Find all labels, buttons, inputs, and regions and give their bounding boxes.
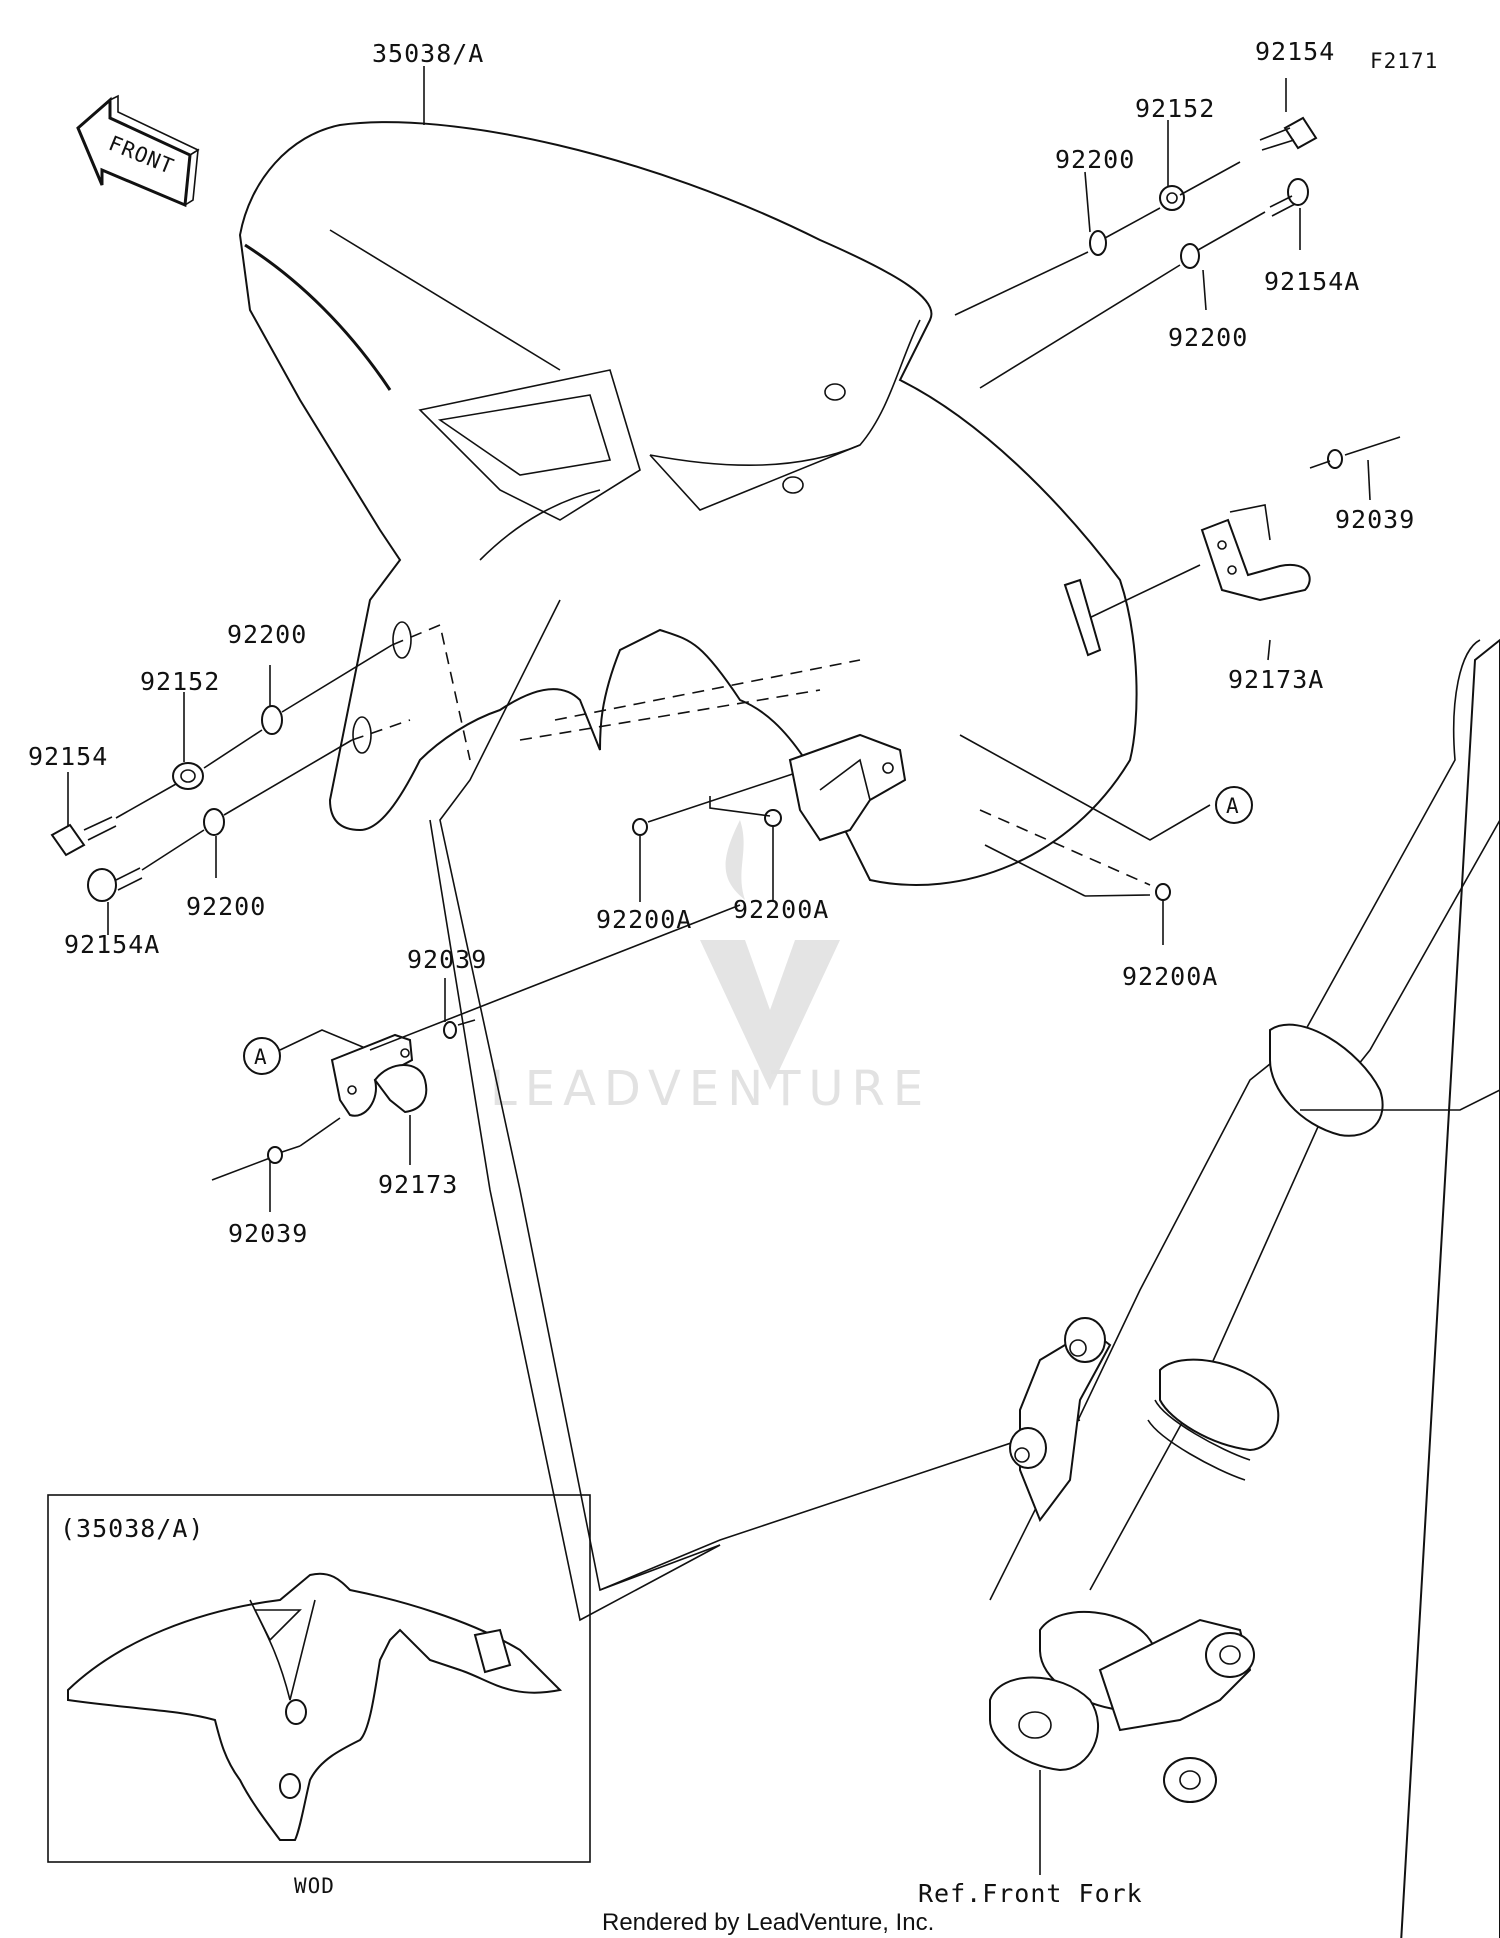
leader-collar-l	[203, 729, 263, 769]
svg-text:FRONT: FRONT	[105, 131, 177, 179]
bolt-92154a-left	[87, 867, 143, 902]
rivet-92039-left-upper	[443, 1019, 476, 1039]
leader-a-right	[959, 734, 1211, 841]
washer-92200-left-lower	[203, 808, 225, 836]
front-fender	[238, 121, 1138, 886]
dash-l2	[351, 719, 411, 741]
leader-washer-la	[223, 739, 353, 816]
leader-92200-r-low	[1202, 269, 1207, 311]
washer-92200a-3	[1155, 883, 1171, 901]
leader-92200a-3b	[984, 844, 1086, 897]
collar-92152-left	[172, 762, 204, 790]
label-92200-left-upper: 92200	[227, 620, 307, 649]
watermark-text: LEADVENTURE	[490, 1061, 931, 1117]
label-92039-right: 92039	[1335, 505, 1415, 534]
leader-92200a-2	[709, 796, 771, 817]
ref-a-circle-left	[243, 1037, 281, 1075]
label-92200a-1: 92200A	[596, 905, 692, 934]
leader-92200a-3	[1084, 894, 1151, 897]
washer-92200a-1	[632, 818, 648, 836]
leader-92039-r	[1367, 459, 1371, 501]
fender-rear-panel	[429, 599, 1081, 1622]
leader-washer-fender-r	[954, 251, 1089, 316]
leader-bolt-la	[141, 829, 205, 871]
label-92173a-right: 92173A	[1228, 665, 1324, 694]
clamp-92173-left	[330, 1033, 428, 1117]
label-92039-left-lower: 92039	[228, 1219, 308, 1248]
footer-credit: Rendered by LeadVenture, Inc.	[602, 1909, 934, 1936]
watermark-logo	[700, 820, 840, 1090]
leader-washer-l	[281, 644, 393, 713]
dash-fender-2	[554, 659, 861, 721]
leader-clamp-to-fender	[1084, 564, 1201, 621]
leader-bolt-ra-fender	[979, 264, 1181, 389]
leader-bolt-l	[115, 783, 177, 819]
fender-tab-right	[1063, 578, 1102, 657]
leader-rivet-l-lower	[299, 1117, 341, 1147]
inset-box	[47, 1494, 591, 1863]
label-92200a-2: 92200A	[733, 895, 829, 924]
fender-bracket	[788, 733, 907, 842]
dash-fender-3	[979, 809, 1151, 886]
washer-92200-left-upper	[261, 705, 283, 735]
label-92200-left-lower: 92200	[186, 892, 266, 921]
figure-code: F2171	[1370, 49, 1438, 73]
label-92154a-right: 92154A	[1264, 267, 1360, 296]
rivet-92039-left-lower	[211, 1145, 301, 1181]
leader-washer-r	[1104, 207, 1161, 239]
washer-92200-right-lower	[1180, 243, 1200, 269]
inset-fender	[67, 1572, 563, 1841]
label-92039-left-upper: 92039	[407, 945, 487, 974]
label-92152-left: 92152	[140, 667, 220, 696]
ref-a-label-right: A	[1226, 794, 1240, 818]
label-92154-right: 92154	[1255, 37, 1335, 66]
fork-ref-label: Ref.Front Fork	[918, 1879, 1143, 1908]
label-92200-right-upper: 92200	[1055, 145, 1135, 174]
front-arrow-icon: FRONT	[76, 94, 200, 208]
inset-caption: WOD	[294, 1874, 335, 1898]
ref-a-circle-right	[1215, 786, 1253, 824]
bolt-92154-right	[1259, 116, 1318, 151]
leader-bolt-ra	[1197, 211, 1266, 251]
collar-92152-right	[1159, 185, 1185, 211]
dash-l1	[391, 623, 471, 761]
label-92173-left: 92173	[378, 1170, 458, 1199]
leader-92200-r-up	[1084, 171, 1091, 233]
inset-title: (35038/A)	[60, 1514, 204, 1543]
leader-clamp-l-fender	[369, 904, 741, 1051]
leader-a-left	[279, 1029, 371, 1051]
label-92154a-left: 92154A	[64, 930, 160, 959]
bolt-92154-left	[50, 816, 117, 857]
washer-92200a-2	[764, 809, 782, 827]
clamp-92173a-right	[1200, 518, 1311, 602]
label-92200a-3: 92200A	[1122, 962, 1218, 991]
front-fork	[989, 638, 1500, 1938]
label-92200-right-lower: 92200	[1168, 323, 1248, 352]
leader-92173a	[1267, 639, 1271, 661]
label-92152-right: 92152	[1135, 94, 1215, 123]
rivet-92039-right	[1309, 436, 1401, 469]
label-35038a: 35038/A	[372, 39, 484, 68]
dash-fender-1	[519, 689, 821, 741]
label-92154-left: 92154	[28, 742, 108, 771]
bracket-clamp-r	[1229, 504, 1271, 541]
washer-92200-right-upper	[1089, 230, 1107, 256]
bolt-92154a-right	[1269, 178, 1309, 217]
ref-a-label-left: A	[254, 1045, 268, 1069]
leader-collar-r	[1179, 161, 1241, 196]
